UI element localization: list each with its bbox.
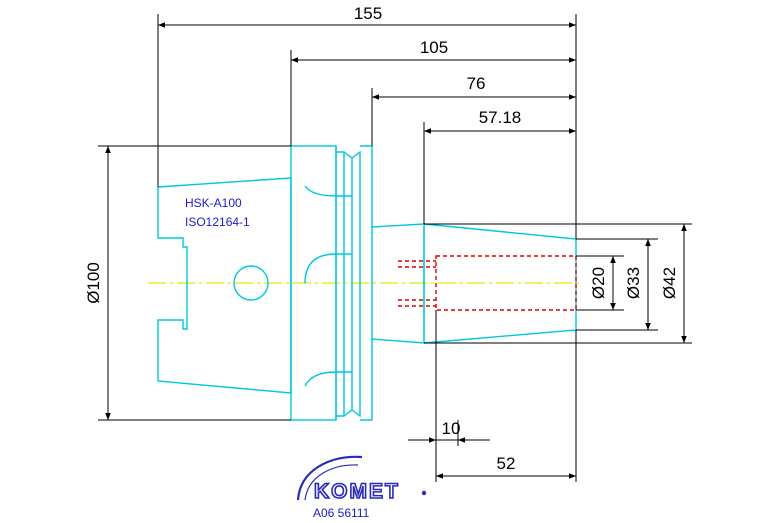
dim-depth-10: 10 — [442, 419, 461, 438]
dim-length-76: 76 — [467, 74, 486, 93]
dim-length-105: 105 — [420, 38, 448, 57]
dim-overall-length: 155 — [354, 4, 382, 23]
dim-diameter-100: Ø100 — [84, 262, 103, 304]
logo-brand: KOMET — [314, 480, 400, 503]
logo-arc-icon — [296, 455, 363, 501]
hidden-bore — [398, 255, 577, 311]
extension-lines — [98, 14, 692, 482]
spec-standard: HSK-A100 — [185, 196, 242, 210]
tool-holder-outline — [157, 145, 577, 421]
komet-logo: KOMET — [296, 455, 427, 504]
dim-diameter-33: Ø33 — [624, 267, 643, 299]
spec-iso: ISO12164-1 — [185, 215, 250, 229]
logo-dot-icon — [421, 490, 427, 496]
dim-diameter-42: Ø42 — [660, 267, 679, 299]
dimension-lines — [105, 22, 687, 479]
dim-length-57: 57.18 — [479, 108, 522, 127]
part-number: A06 56111 — [313, 506, 370, 520]
dim-length-52: 52 — [497, 454, 516, 473]
dim-diameter-20: Ø20 — [589, 267, 608, 299]
